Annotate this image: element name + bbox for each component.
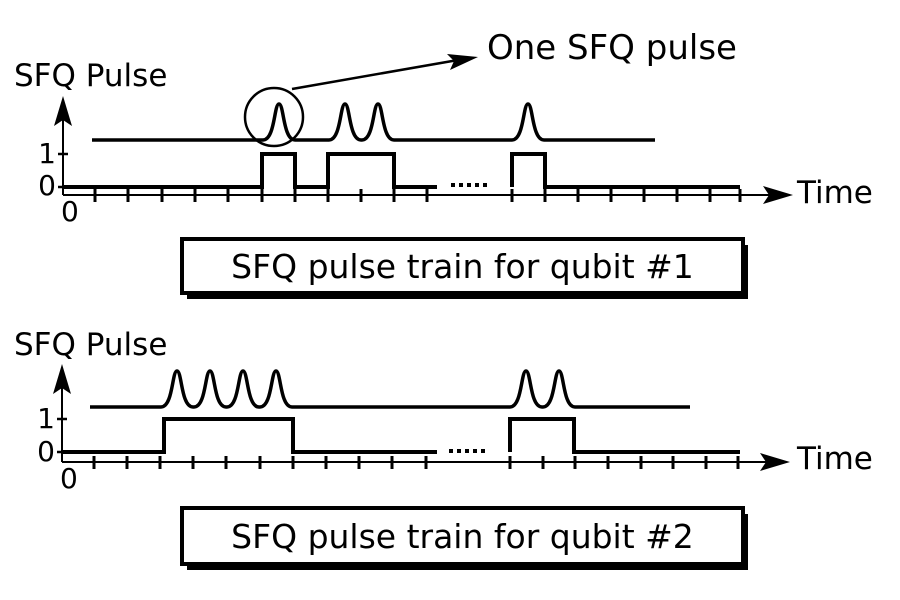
panel1-y-tick-0: 0 [38, 169, 56, 202]
panel2-analog-waveform [90, 369, 690, 409]
panel1-ellipsis-dot [451, 183, 455, 187]
panel2-x-axis-label: Time [797, 441, 873, 477]
panel2-ellipsis-dot [457, 449, 461, 453]
panel1-y-tick-1: 1 [38, 137, 56, 170]
panel1-digital-waveform [63, 152, 437, 189]
panel1-analog-waveform [92, 102, 655, 142]
panel2-y-tick-1: 1 [37, 402, 55, 435]
panel1-y-axis-label: SFQ Pulse [14, 58, 168, 94]
panel2-digital-waveform [62, 417, 437, 454]
panel1-annotation-arrow-line [291, 58, 459, 91]
panel1-ellipsis-dot [467, 183, 471, 187]
panel1-digital-waveform [510, 152, 740, 189]
one-sfq-pulse-annotation: One SFQ pulse [487, 28, 737, 68]
panel1-caption-text: SFQ pulse train for qubit #1 [231, 246, 694, 286]
panel2-digital-waveform [508, 417, 740, 454]
panel2-ellipsis-dot [465, 449, 469, 453]
panel2-ellipsis-dot [481, 449, 485, 453]
panel1-y-axis-arrowhead [54, 96, 72, 126]
panel1-x-axis-label: Time [797, 175, 873, 211]
panel2-y-axis-arrowhead [53, 364, 71, 394]
panel2-caption-box: SFQ pulse train for qubit #2 [180, 506, 745, 566]
panel2-y-tick-0: 0 [37, 435, 55, 468]
panel1-origin-tick-label: 0 [61, 195, 79, 228]
panel1-ellipsis-dot [475, 183, 479, 187]
panel1-ellipsis-dot [459, 183, 463, 187]
panel2-y-axis-label: SFQ Pulse [14, 327, 168, 363]
panel2-x-axis-arrowhead [760, 453, 790, 471]
panel2-origin-tick-label: 0 [60, 462, 78, 495]
panel2-caption-text: SFQ pulse train for qubit #2 [231, 516, 694, 556]
panel1-annotation-arrowhead [447, 54, 478, 70]
panel2-ellipsis-dot [473, 449, 477, 453]
panel1-highlight-circle [243, 86, 305, 148]
panel1-ellipsis-dot [483, 183, 487, 187]
panel2-ellipsis-dot [449, 449, 453, 453]
panel1-caption-box: SFQ pulse train for qubit #1 [180, 237, 745, 295]
panel1-x-axis-arrowhead [763, 186, 793, 204]
